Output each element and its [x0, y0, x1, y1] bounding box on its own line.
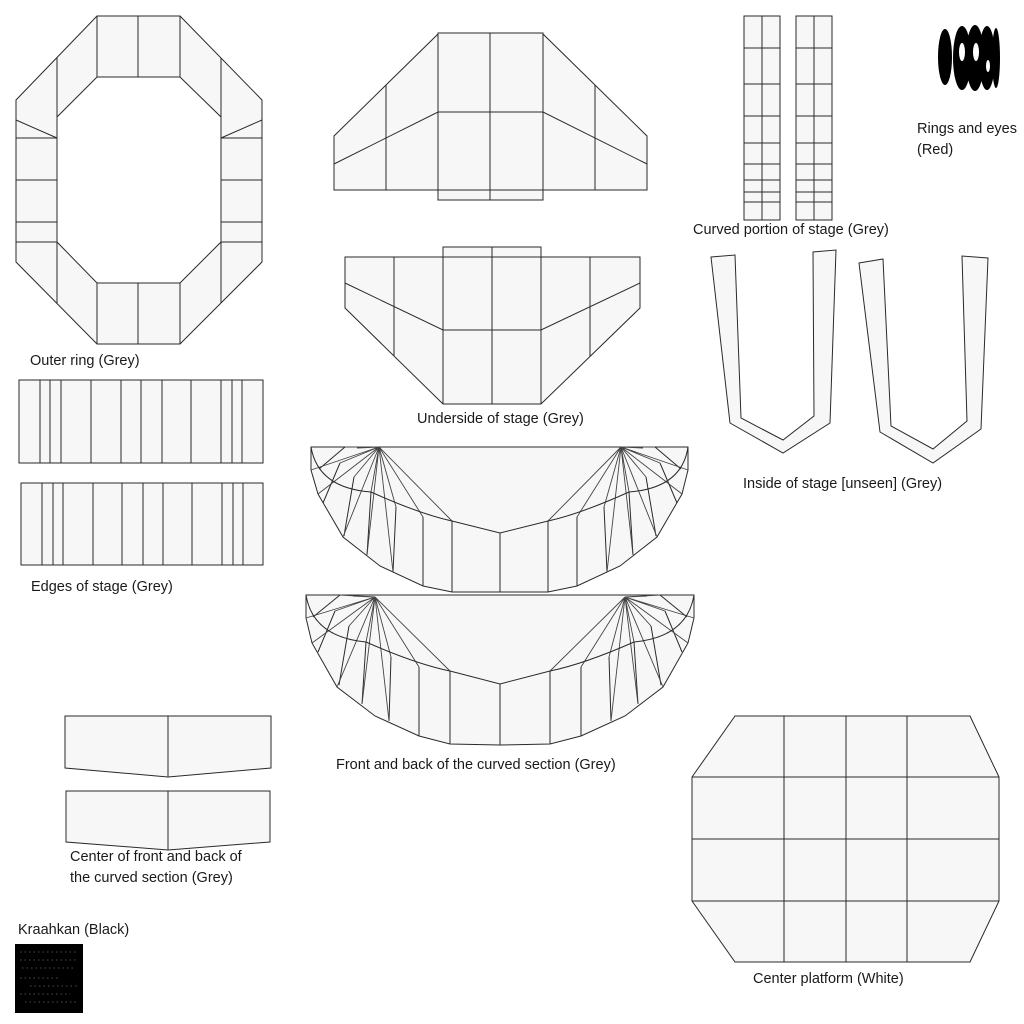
inside-stage-left — [710, 249, 837, 454]
center-platform-piece — [691, 715, 1000, 963]
underside-top-piece — [333, 32, 648, 201]
underside-label: Underside of stage (Grey) — [417, 411, 584, 427]
outer-ring-label: Outer ring (Grey) — [30, 353, 140, 369]
edges-strip-top — [18, 379, 264, 464]
inside-stage-label: Inside of stage [unseen] (Grey) — [743, 476, 943, 492]
front-back-label: Front and back of the curved section (Gr… — [336, 757, 616, 773]
rings-eyes-label-line1: Rings and eyes — [917, 121, 1017, 137]
curved-section-front — [310, 446, 689, 593]
curved-portion-label: Curved portion of stage (Grey) — [693, 222, 889, 238]
underside-bottom-piece — [344, 246, 641, 405]
outer-ring-piece — [15, 15, 263, 345]
center-platform-label: Center platform (White) — [753, 971, 904, 987]
center-back-piece — [65, 790, 271, 851]
rings-and-eyes-piece — [938, 25, 1000, 91]
kraahkan-piece — [15, 944, 83, 1013]
center-front-back-label-line1: Center of front and back of — [70, 849, 242, 865]
rings-eyes-label-line2: (Red) — [917, 142, 954, 158]
kraahkan-label: Kraahkan (Black) — [18, 922, 130, 938]
center-front-piece — [64, 715, 272, 778]
center-front-back-label-line2: the curved section (Grey) — [70, 870, 233, 886]
curved-section-back — [305, 594, 695, 746]
curved-portion-strips — [743, 15, 833, 221]
edges-strip-bottom — [20, 482, 264, 566]
inside-stage-right — [858, 255, 989, 464]
edges-label: Edges of stage (Grey) — [31, 579, 173, 595]
